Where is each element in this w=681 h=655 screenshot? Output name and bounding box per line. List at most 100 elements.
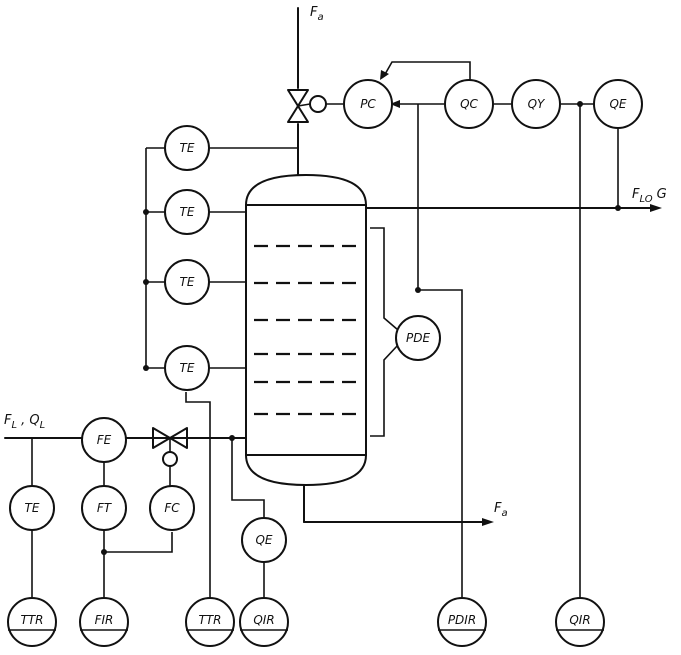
top-outlet-arrow	[650, 204, 662, 212]
left-feed-q-symbol: Q	[29, 413, 39, 428]
instrument-te-3: TE	[164, 259, 210, 305]
pde-top-tap	[370, 227, 399, 331]
junction-dot	[577, 101, 583, 107]
instrument-qir-1: QIR	[239, 597, 289, 647]
instrument-qe-bottom: QE	[241, 517, 287, 563]
valve-body-right	[169, 427, 188, 449]
instrument-pdir: PDIR	[437, 597, 487, 647]
left-feed-q-subscript: L	[40, 420, 46, 431]
te-2-label: TE	[180, 205, 195, 219]
bottom-out-symbol: F	[494, 501, 502, 516]
ttr-1-label: TTR	[21, 613, 44, 627]
pde-bubble	[395, 315, 441, 361]
right-out-symbol: F	[632, 187, 640, 202]
pc-bubble	[343, 79, 393, 129]
instrument-qc: QC	[444, 79, 494, 129]
right-out-subscript: LO	[639, 194, 652, 205]
pdir-bubble	[437, 597, 487, 647]
ft-bubble	[81, 485, 127, 531]
valve-body-lower	[287, 105, 309, 123]
te-to-ttr	[185, 392, 211, 598]
pc-arrow	[390, 100, 400, 108]
junction-dot	[615, 205, 621, 211]
fe-bubble	[81, 417, 127, 463]
bottom-out-subscript: a	[501, 508, 507, 519]
bottom-outlet-label: Fa	[494, 501, 508, 519]
instrument-te-4: TE	[164, 345, 210, 391]
top-feed-label: Fa	[310, 5, 324, 23]
junction-dots	[101, 101, 621, 555]
qy-bubble	[511, 79, 561, 129]
instrument-te-2: TE	[164, 189, 210, 235]
fc-label: FC	[164, 501, 180, 515]
qy-label: QY	[528, 97, 546, 111]
qir-1-label: QIR	[253, 613, 274, 627]
junction-dot	[143, 365, 149, 371]
left-feed-symbol: F	[4, 413, 12, 428]
pc-label: PC	[360, 97, 376, 111]
top-control-valve	[287, 89, 327, 123]
qc-bubble	[444, 79, 494, 129]
te-3-label: TE	[180, 275, 195, 289]
setpoint-arrow	[380, 70, 389, 80]
feed-control-valve	[152, 427, 188, 467]
signal-lines	[31, 61, 619, 598]
te-left-label: TE	[25, 501, 40, 515]
junction-dot	[415, 287, 421, 293]
qir-1-bubble	[239, 597, 289, 647]
ft-label: FT	[97, 501, 113, 515]
left-feed-label: FL, QL	[4, 413, 45, 431]
te-left-bubble	[9, 485, 55, 531]
ttr-2-label: TTR	[199, 613, 222, 627]
fc-bubble	[149, 485, 195, 531]
te-1-label: TE	[180, 141, 195, 155]
qc-setpoint-line	[383, 61, 471, 80]
ttr-1-bubble	[7, 597, 57, 647]
column-trays	[254, 244, 360, 416]
qe-top-bubble	[593, 79, 643, 129]
valve-actuator-icon	[162, 451, 178, 467]
te1-to-column	[209, 147, 299, 160]
junction-dot	[101, 549, 107, 555]
te-4-bubble	[164, 345, 210, 391]
pde-label: PDE	[406, 331, 430, 345]
qe-top-label: QE	[609, 97, 626, 111]
instrument-te-1: TE	[164, 125, 210, 171]
instrument-qe-top: QE	[593, 79, 643, 129]
instrument-fir: FIR	[79, 597, 129, 647]
te-1-bubble	[164, 125, 210, 171]
instrument-qy: QY	[511, 79, 561, 129]
valve-actuator-icon	[309, 95, 327, 113]
pde-bottom-tap	[370, 344, 399, 437]
fe-label: FE	[97, 433, 112, 447]
instrument-fc: FC	[149, 485, 195, 531]
instrument-te-left: TE	[9, 485, 55, 531]
column-vessel	[245, 174, 367, 486]
instrument-ttr-1: TTR	[7, 597, 57, 647]
column-top-head	[245, 174, 367, 206]
junction-dot	[229, 435, 235, 441]
feed-to-qe	[231, 438, 265, 518]
instrument-ft: FT	[81, 485, 127, 531]
top-feed-symbol: F	[310, 5, 318, 20]
ttr-2-bubble	[185, 597, 235, 647]
pdir-label: PDIR	[448, 613, 476, 627]
qc-label: QC	[460, 97, 478, 111]
te-2-bubble	[164, 189, 210, 235]
instrument-pde: PDE	[395, 315, 441, 361]
instrument-qir-2: QIR	[555, 597, 605, 647]
pdir-line	[418, 289, 463, 598]
valve-body-upper	[287, 89, 309, 107]
instrument-fe: FE	[81, 417, 127, 463]
instrument-pc: PC	[343, 79, 393, 129]
qe-bottom-bubble	[241, 517, 287, 563]
te-3-bubble	[164, 259, 210, 305]
qir-2-bubble	[555, 597, 605, 647]
junction-dot	[143, 209, 149, 215]
instrument-ttr-2: TTR	[185, 597, 235, 647]
qe-bottom-label: QE	[255, 533, 272, 547]
